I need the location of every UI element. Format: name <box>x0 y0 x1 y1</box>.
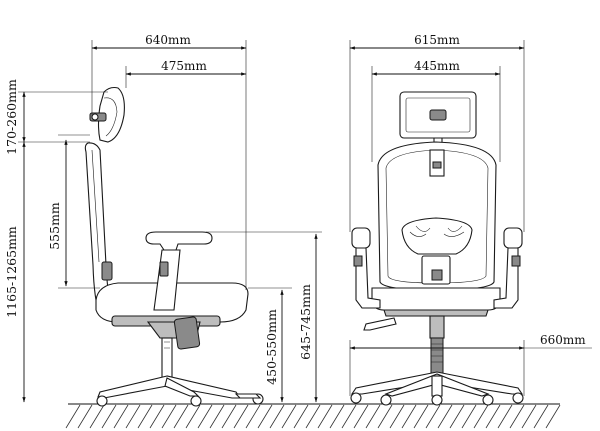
hatch-line <box>497 404 513 429</box>
hatch-line <box>509 404 525 429</box>
overall-width-label: 615mm <box>414 33 460 47</box>
floor-hatch <box>65 403 561 429</box>
hatch-line <box>257 404 273 429</box>
overall-depth-label: 640mm <box>145 33 191 47</box>
front-lumbar <box>401 217 473 255</box>
hatch-line <box>149 404 165 429</box>
front-armrest-left <box>351 227 381 309</box>
hatch-line <box>401 404 417 429</box>
hatch-line <box>125 404 141 429</box>
hatch-line <box>101 404 117 429</box>
seat-depth-label: 475mm <box>161 59 207 73</box>
hatch-line <box>329 404 345 429</box>
front-view-chair <box>350 91 524 406</box>
side-headrest <box>97 86 125 143</box>
front-armrest-right <box>493 227 523 309</box>
overall-height-label: 1165-1265mm <box>4 226 19 318</box>
hatch-line <box>185 404 201 429</box>
hatch-line <box>269 404 285 429</box>
hatch-line <box>113 404 129 429</box>
hatch-line <box>341 404 357 429</box>
hatch-line <box>461 404 477 429</box>
front-seat <box>371 287 501 311</box>
hatch-line <box>197 404 213 429</box>
hatch-line <box>245 404 261 429</box>
hatch-line <box>137 404 153 429</box>
hatch-line <box>233 404 249 429</box>
side-gas-lift <box>161 337 173 379</box>
hatch-line <box>353 404 369 429</box>
hatch-line <box>305 404 321 429</box>
hatch-line <box>365 404 381 429</box>
hatch-line <box>161 404 177 429</box>
hatch-line <box>65 404 81 429</box>
seat-height-label: 450-550mm <box>264 309 279 385</box>
hatch-line <box>377 404 393 429</box>
hatch-line <box>425 404 441 429</box>
hatch-line <box>317 404 333 429</box>
hatch-line <box>521 404 537 429</box>
hatch-line <box>89 404 105 429</box>
hatch-line <box>293 404 309 429</box>
side-dimensions: 640mm 475mm 170-260mm 1165-1265mm 555mm … <box>4 33 322 403</box>
hatch-line <box>389 404 405 429</box>
hatch-line <box>413 404 429 429</box>
hatch-line <box>437 404 453 429</box>
side-view-chair <box>84 86 264 407</box>
hatch-line <box>533 404 549 429</box>
hatch-line <box>485 404 501 429</box>
armrest-height-label: 645-745mm <box>298 284 313 360</box>
side-armrest <box>145 231 213 251</box>
base-diameter-label: 660mm <box>540 333 586 347</box>
hatch-line <box>281 404 297 429</box>
backrest-height-label: 555mm <box>47 202 62 250</box>
hatch-line <box>173 404 189 429</box>
hatch-line <box>209 404 225 429</box>
hatch-line <box>473 404 489 429</box>
hatch-line <box>221 404 237 429</box>
hatch-line <box>77 404 93 429</box>
hatch-line <box>449 404 465 429</box>
front-dimensions: 615mm 445mm 660mm <box>349 33 592 396</box>
hatch-line <box>545 404 561 429</box>
seat-width-label: 445mm <box>414 59 460 73</box>
headrest-adjust-label: 170-260mm <box>4 79 19 155</box>
